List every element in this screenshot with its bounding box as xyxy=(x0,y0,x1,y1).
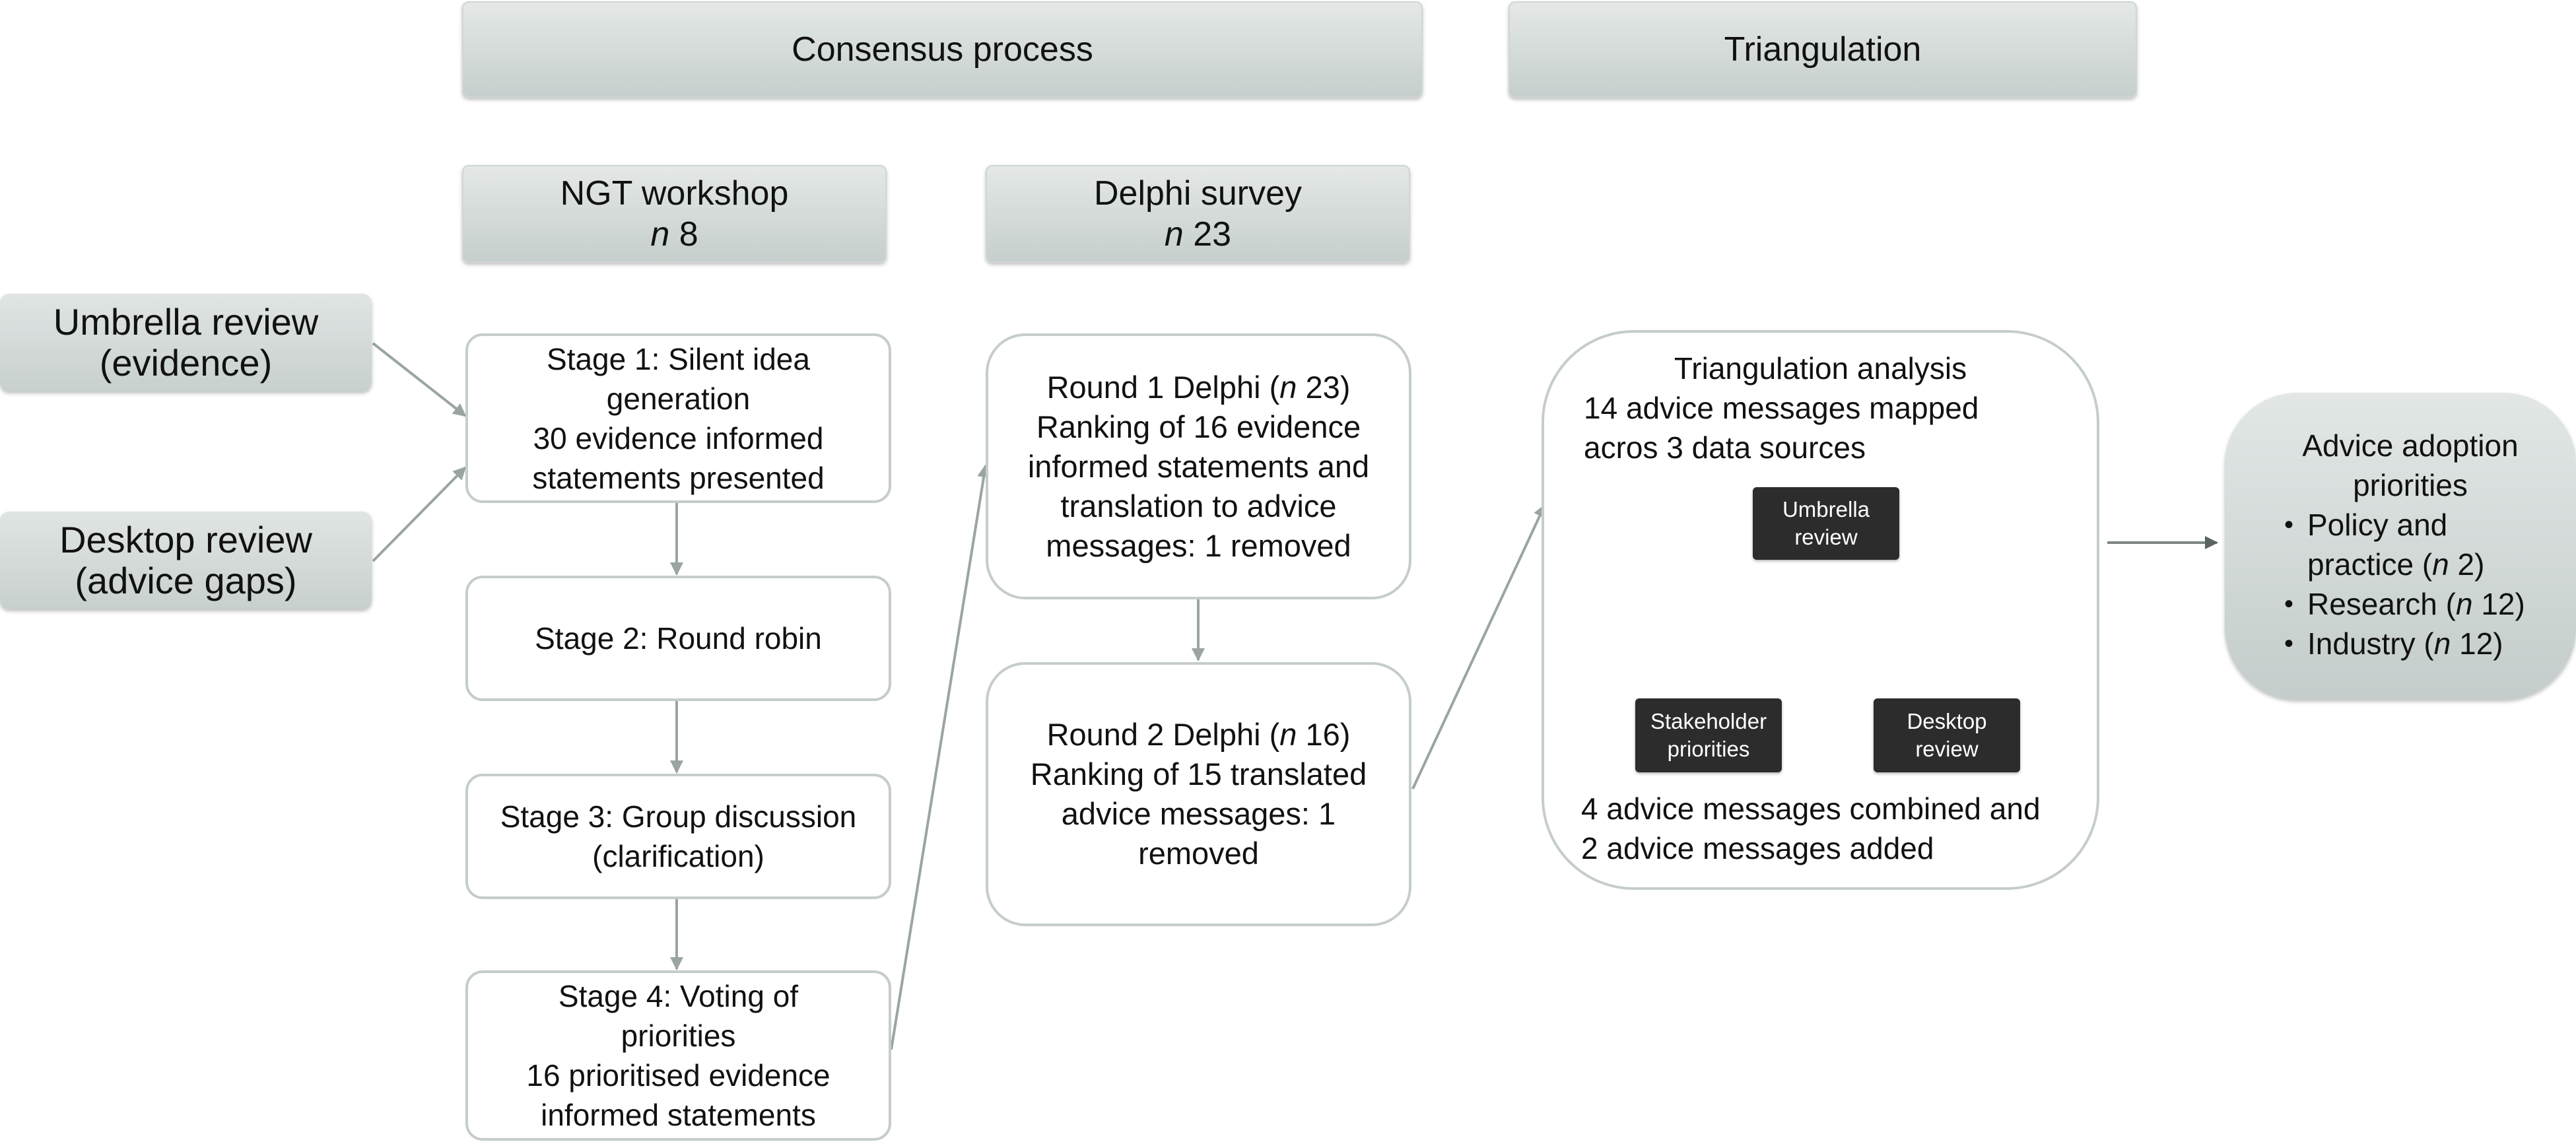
ngt-workshop-count: n 8 xyxy=(650,215,698,253)
stage-4-box: Stage 4: Voting of priorities 16 priorit… xyxy=(465,970,891,1141)
desktop-review-input: Desktop review (advice gaps) xyxy=(0,512,372,609)
arrow-umbrella-to-stage1 xyxy=(372,342,467,417)
priority-item-policy: Policy and practice (n 2) xyxy=(2284,505,2563,584)
round-2-title: Round 2 Delphi (n 16) xyxy=(1046,717,1351,752)
priority-item-research: Research (n 12) xyxy=(2284,584,2563,624)
triangulation-header: Triangulation xyxy=(1508,1,2137,98)
round-2-delphi-box: Round 2 Delphi (n 16) Ranking of 15 tran… xyxy=(986,662,1411,926)
round-1-delphi-box: Round 1 Delphi (n 23) Ranking of 16 evid… xyxy=(986,333,1411,599)
arrow-stage4-to-round1 xyxy=(890,464,991,1050)
umbrella-review-input: Umbrella review (evidence) xyxy=(0,294,372,391)
ngt-workshop-header: NGT workshop n 8 xyxy=(462,165,887,263)
delphi-survey-title: Delphi survey xyxy=(1093,174,1303,213)
triangulation-label: Triangulation xyxy=(1724,30,1922,69)
triangulation-bottom-text: 4 advice messages combined and 2 advice … xyxy=(1581,791,2041,865)
ngt-workshop-title: NGT workshop xyxy=(560,174,789,213)
desktop-review-node: Desktop review xyxy=(1874,698,2020,772)
arrow-round2-to-triangulation xyxy=(1411,504,1546,790)
advice-adoption-priorities-box: Advice adoption priorities Policy and pr… xyxy=(2225,393,2576,700)
consensus-process-label: Consensus process xyxy=(792,30,1093,69)
triangulation-analysis-title: Triangulation analysis xyxy=(1674,351,1967,386)
triangulation-analysis-box: Triangulation analysis 14 advice message… xyxy=(1542,330,2099,890)
stage-2-box: Stage 2: Round robin xyxy=(465,576,891,701)
priority-list: Policy and practice (n 2) Research (n 12… xyxy=(2258,505,2563,663)
stakeholder-priorities-node: Stakeholder priorities xyxy=(1635,698,1782,772)
umbrella-review-node: Umbrella review xyxy=(1753,487,1899,560)
priority-item-industry: Industry (n 12) xyxy=(2284,624,2563,663)
advice-adoption-title: Advice adoption priorities xyxy=(2302,428,2519,502)
stage-3-box: Stage 3: Group discussion (clarification… xyxy=(465,774,891,899)
delphi-survey-count: n 23 xyxy=(1164,215,1232,253)
stage-1-box: Stage 1: Silent idea generation 30 evide… xyxy=(465,333,891,503)
consensus-process-header: Consensus process xyxy=(462,1,1423,98)
round-1-title: Round 1 Delphi (n 23) xyxy=(1046,369,1351,405)
arrow-desktop-to-stage1 xyxy=(372,466,467,562)
delphi-survey-header: Delphi survey n 23 xyxy=(986,165,1410,263)
